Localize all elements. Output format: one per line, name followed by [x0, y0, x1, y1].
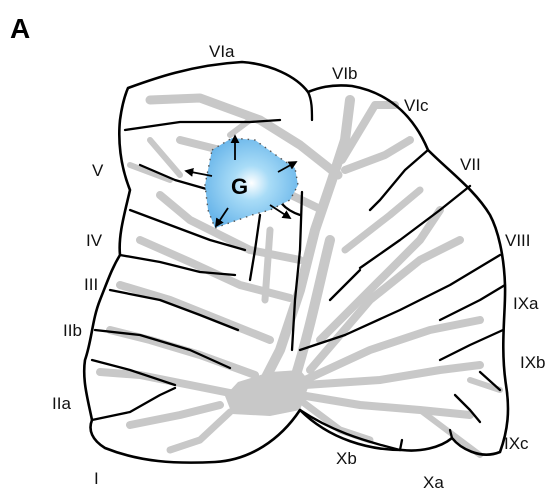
lobule-label-IIa: IIa — [52, 394, 71, 413]
lobule-label-I: I — [94, 469, 99, 488]
lobule-label-V: V — [92, 161, 104, 180]
lobule-label-IXc: IXc — [504, 434, 529, 453]
lobule-label-VIa: VIa — [209, 42, 235, 61]
lobule-label-VII: VII — [460, 155, 481, 174]
lobule-label-IXa: IXa — [513, 294, 539, 313]
lobule-label-VIb: VIb — [332, 64, 358, 83]
lobule-label-IIb: IIb — [63, 321, 82, 340]
lobule-label-Xb: Xb — [336, 449, 357, 468]
lobule-label-III: III — [84, 275, 98, 294]
graft-label: G — [231, 174, 248, 199]
panel-label: A — [10, 13, 30, 44]
lobule-label-Xa: Xa — [423, 473, 444, 492]
white-matter-core — [225, 370, 310, 416]
lobule-label-IXb: IXb — [520, 353, 546, 372]
lobule-label-VIII: VIII — [505, 231, 531, 250]
lobule-label-IV: IV — [86, 231, 103, 250]
lobule-label-VIc: VIc — [404, 96, 429, 115]
